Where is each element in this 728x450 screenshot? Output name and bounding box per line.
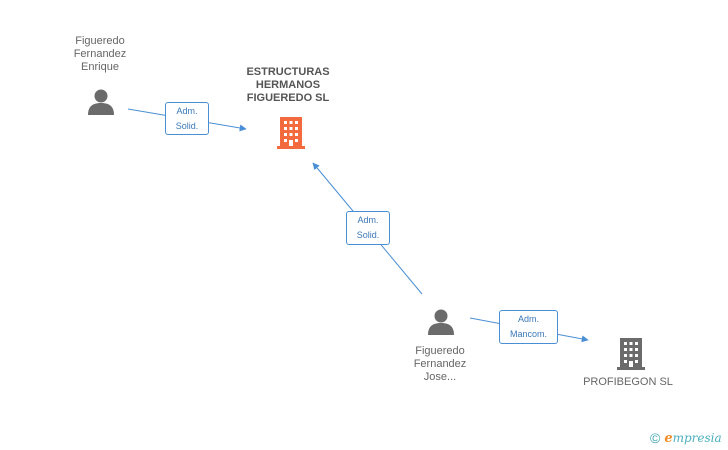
name-line: FIGUEREDO SL — [246, 92, 330, 104]
company-main-name[interactable]: ESTRUCTURAS HERMANOS FIGUEREDO SL — [228, 66, 348, 105]
edge-label-line: Solid. — [175, 121, 199, 131]
person-icon[interactable] — [88, 89, 114, 116]
name-line: Jose... — [423, 371, 457, 383]
name-line: Figueredo — [415, 345, 465, 357]
name-line: HERMANOS — [255, 79, 321, 91]
brand-logo: © empresia — [650, 430, 722, 446]
name-line: PROFIBEGON SL — [583, 376, 673, 388]
name-line: Enrique — [81, 61, 119, 73]
copyright-symbol: © — [650, 430, 661, 446]
edge-label-line: Adm. — [517, 314, 539, 324]
name-line: ESTRUCTURAS — [246, 66, 330, 78]
person-enrique-name[interactable]: Figueredo Fernandez Enrique — [55, 35, 145, 74]
person-jose-name[interactable]: Figueredo Fernandez Jose... — [395, 345, 485, 384]
edge-label-jose-main: Adm. Solid. — [346, 211, 390, 245]
edge-label-line: Adm. — [357, 215, 379, 225]
company-profibegon-name[interactable]: PROFIBEGON SL — [578, 376, 678, 389]
brand-wordmark: empresia — [664, 430, 722, 446]
building-icon[interactable] — [277, 117, 305, 149]
edge-label-enrique-main: Adm. Solid. — [165, 102, 209, 135]
edge-label-line: Solid. — [356, 230, 380, 240]
building-icon[interactable] — [617, 338, 645, 370]
person-icon[interactable] — [428, 309, 454, 336]
name-line: Fernandez — [413, 358, 467, 370]
name-line: Figueredo — [75, 35, 125, 47]
edge-label-line: Adm. — [176, 106, 198, 116]
name-line: Fernandez — [73, 48, 127, 60]
edge-label-jose-profibegon: Adm. Mancom. — [499, 310, 558, 344]
edge-label-line: Mancom. — [509, 329, 547, 339]
